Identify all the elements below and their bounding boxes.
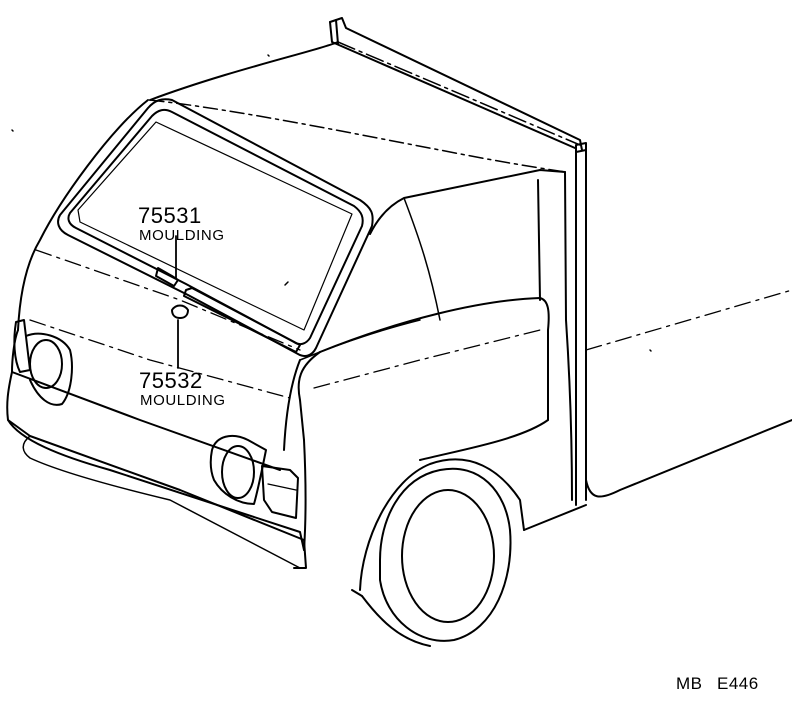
callout-75531-number: 75531 [138, 203, 202, 228]
rear-window [57, 98, 374, 357]
rear-bumper [6, 371, 307, 569]
left-tail-lamp [13, 319, 73, 406]
cab-rear-panel [11, 99, 301, 451]
diagram-prefix: MB [676, 674, 703, 693]
cargo-frame-post [329, 17, 587, 506]
cab-side-panel [297, 169, 573, 551]
rear-wheel [351, 458, 525, 647]
reference-specks [11, 54, 652, 352]
cargo-bed [523, 289, 792, 531]
leader-lines [175, 235, 179, 369]
callout-75532-number: 75532 [139, 368, 203, 393]
right-tail-lamp [209, 434, 299, 519]
roof-panel [149, 41, 581, 173]
callout-75532-name: MOULDING [140, 392, 226, 409]
diagram-code: E446 [717, 674, 759, 693]
callout-75531-name: MOULDING [139, 227, 225, 244]
